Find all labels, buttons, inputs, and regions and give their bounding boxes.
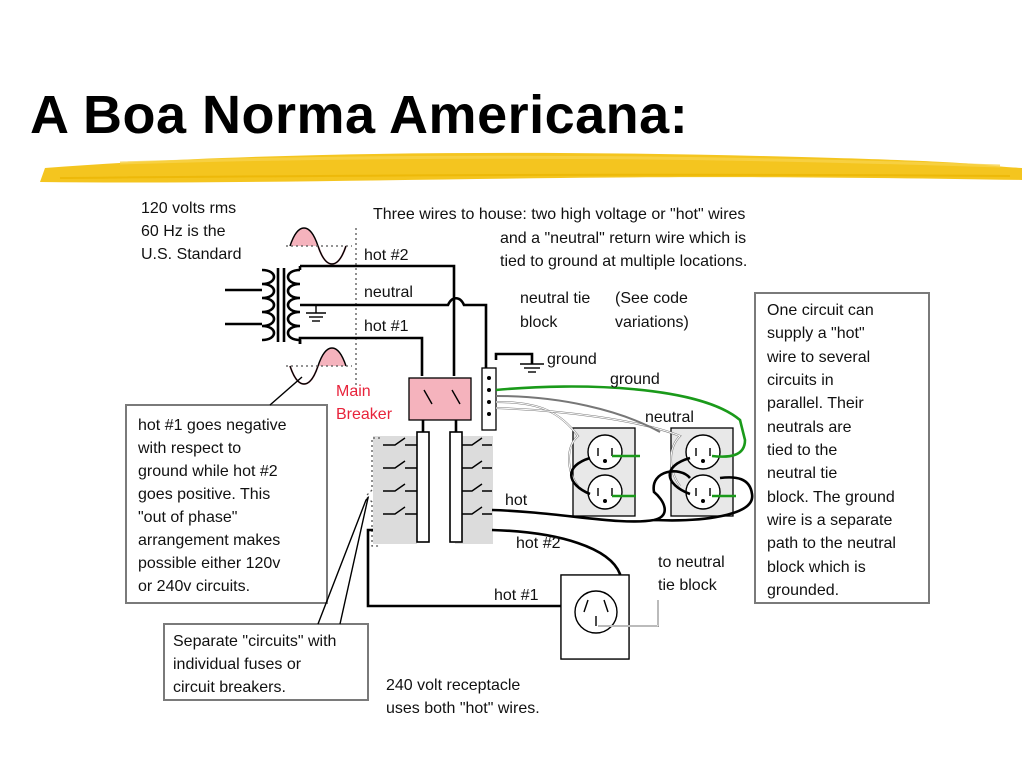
- circuits-note: Separate "circuits" with individual fuse…: [173, 633, 341, 696]
- hot2-240v-wire: [491, 528, 622, 590]
- ground-wire: [495, 385, 747, 458]
- neutral-branch-wires: [495, 395, 682, 487]
- sine-wave-bottom-icon: [286, 347, 352, 385]
- hot-label: hot: [505, 492, 528, 509]
- ground-symbol-icon: [300, 304, 326, 322]
- outlet-group-left: [572, 427, 636, 517]
- receptacle-neutral-wire-inner: [598, 600, 659, 627]
- phase-note-callout: [269, 376, 303, 406]
- hot2-bottom-label: hot #2: [516, 535, 561, 552]
- neutral-tie-block: [481, 367, 497, 431]
- main-breaker: [408, 377, 472, 421]
- to-neutral-tie-label: to neutral tie block: [658, 554, 729, 594]
- neutral-label: neutral: [364, 284, 413, 301]
- phase-note: hot #1 goes negative with respect to gro…: [137, 417, 291, 595]
- ground-top-label: ground: [547, 351, 597, 368]
- breaker-panel: [365, 420, 493, 547]
- phase-note-box: [125, 404, 328, 604]
- neutral-right-label: neutral: [645, 409, 694, 426]
- hot-loop-right: [668, 456, 691, 496]
- circuits-note-callout: [317, 495, 370, 625]
- main-breaker-switch-icon: [423, 389, 461, 405]
- receptacle-240v: [560, 574, 630, 660]
- hot1-bottom-label: hot #1: [494, 587, 539, 604]
- hot-branch-wire: [491, 470, 754, 523]
- code-note: (See code variations): [615, 290, 692, 331]
- hot1-240v-wire: [366, 528, 590, 608]
- house-wires-note: Three wires to house: two high voltage o…: [373, 206, 751, 270]
- slide-title: A Boa Norma Americana:: [30, 85, 689, 145]
- receptacle-note: 240 volt receptacle uses both "hot" wire…: [386, 677, 540, 717]
- hot1-service-wire: [298, 336, 424, 376]
- parallel-note: One circuit can supply a "hot" wire to s…: [766, 302, 900, 599]
- neutral-tie-terminals: [487, 376, 491, 416]
- main-breaker-label: Main Breaker: [336, 383, 393, 423]
- hot2-label: hot #2: [364, 247, 409, 264]
- sine-wave-top-icon: [286, 227, 352, 265]
- source-label: 120 volts rms 60 Hz is the U.S. Standard: [141, 200, 242, 263]
- hot1-label: hot #1: [364, 318, 409, 335]
- neutral-tie-block-label: neutral tie block: [520, 290, 595, 331]
- parallel-note-box: [754, 292, 930, 604]
- outlet-group-right: [670, 427, 734, 517]
- neutral-service-wire: [300, 296, 488, 368]
- hot2-service-wire: [300, 264, 456, 376]
- transformer-icon: [225, 266, 302, 344]
- tie-block-ground-icon: [494, 352, 544, 373]
- ground-green-label: ground: [610, 371, 660, 388]
- ground-jumper-left: [612, 454, 640, 498]
- circuits-note-box: [163, 623, 369, 701]
- hot-loop-left: [570, 456, 591, 496]
